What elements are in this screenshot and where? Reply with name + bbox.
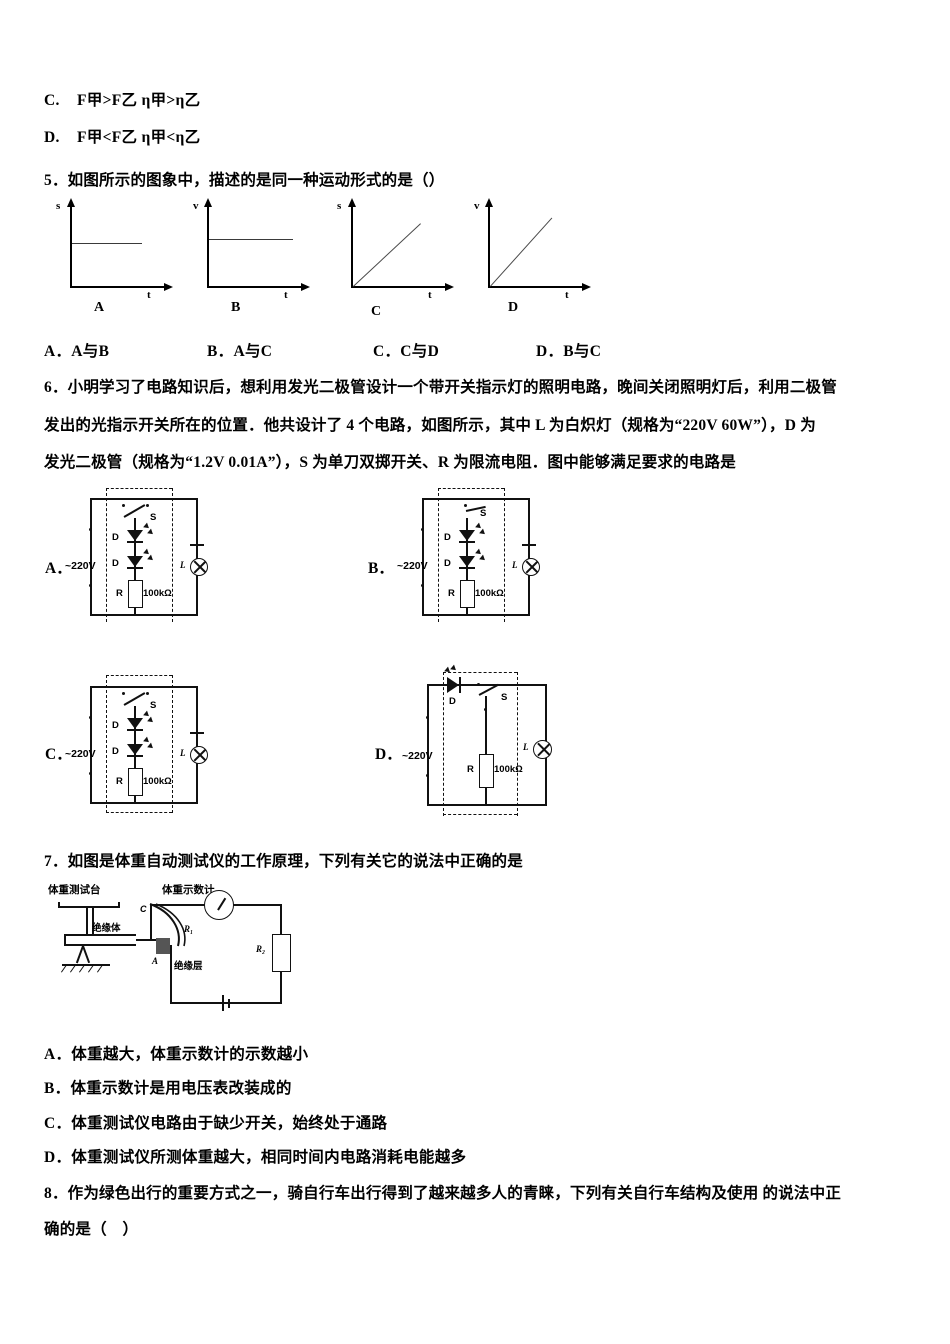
circuit-a-diode-2-label: D — [112, 558, 119, 569]
carryover-option-d: D. F甲<F乙 η甲<η乙 — [44, 125, 200, 147]
q7-point-a-label: A — [152, 956, 159, 966]
circuit-a-lamp-label: L — [180, 560, 186, 570]
circuit-a-switch-label: S — [150, 512, 157, 523]
question-5-stem: 5．如图所示的图象中，描述的是同一种运动形式的是（） — [44, 172, 445, 189]
question-6-stem-line-3: 发光二极管（规格为“1.2V 0.01A”），S 为单刀双掷开关、R 为限流电阻… — [44, 454, 736, 471]
circuit-d-switch-label: S — [501, 692, 508, 703]
question-7-option-d: D．体重测试仪所测体重越大，相同时间内电路消耗电能越多 — [44, 1145, 466, 1167]
circuit-diagram-d: ~220V D S R 100kΩ L — [402, 662, 570, 816]
circuit-a-resistance-value: 100kΩ — [143, 588, 172, 599]
q5-opt-a-label: A． — [44, 343, 72, 360]
graph-d-xlabel: t — [565, 289, 569, 301]
q7-resistor-2-label: R₂ — [256, 944, 266, 954]
graph-b-xlabel: t — [284, 289, 288, 301]
graph-a: s t A — [46, 196, 196, 328]
q7-contact-label: C — [140, 904, 147, 914]
carryover-option-c-label: C. — [44, 92, 60, 109]
question-6-stem-line-1: 6．小明学习了电路知识后，想利用发光二极管设计一个带开关指示灯的照明电路，晚间关… — [44, 379, 837, 396]
question-7-figure: 体重测试台 体重示数计 绝缘体 R₁ C — [44, 882, 334, 1014]
circuit-d-source-label: ~220V — [402, 750, 433, 762]
q7-insulator-label: 绝缘体 — [92, 923, 121, 934]
q7-rheostat-arc — [149, 903, 186, 947]
circuit-c-resistor-label: R — [116, 776, 123, 787]
graph-d-ylabel: v — [474, 200, 480, 212]
circuit-b-source-label: ~220V — [397, 560, 428, 572]
carryover-option-d-text: F甲<F乙 η甲<η乙 — [77, 129, 201, 146]
circuit-c-diode-2-label: D — [112, 746, 119, 757]
question-8-stem-line-1: 8．作为绿色出行的重要方式之一，骑自行车出行得到了越来越多人的青睐，下列有关自行… — [44, 1185, 842, 1202]
question-5-option-c: C．C与D — [373, 339, 439, 361]
question-6-option-d-label: D． — [375, 746, 402, 763]
circuit-b-lamp-label: L — [512, 560, 518, 570]
q5-opt-d-text: B与C — [563, 343, 602, 360]
circuit-c-diode-1-label: D — [112, 720, 119, 731]
circuit-a-source-label: ~220V — [65, 560, 96, 572]
circuit-diagram-c: ~220V S D D R 100kΩ L — [65, 666, 218, 813]
question-5-option-b: B．A与C — [207, 339, 272, 361]
carryover-option-d-label: D. — [44, 129, 60, 146]
circuit-c-switch-label: S — [150, 700, 157, 711]
circuit-b-switch-label: S — [480, 508, 487, 519]
graph-c: s t C — [327, 196, 477, 328]
circuit-c-source-label: ~220V — [65, 748, 96, 760]
circuit-b-diode-1-label: D — [444, 532, 451, 543]
graph-a-ylabel: s — [56, 200, 61, 212]
q7-opt-c-label: C． — [44, 1115, 72, 1132]
q7-opt-d-label: D． — [44, 1149, 72, 1166]
question-6-option-c-label: C． — [45, 746, 72, 763]
carryover-option-c-text: F甲>F乙 η甲>η乙 — [77, 92, 201, 109]
q7-insulating-layer-label: 绝缘层 — [174, 961, 203, 972]
graph-c-xlabel: t — [428, 289, 432, 301]
graph-a-name: A — [94, 300, 105, 315]
q5-opt-a-text: A与B — [71, 343, 110, 360]
question-8-stem-line-2: 确的是（ ） — [44, 1221, 139, 1238]
q7-opt-a-text: 体重越大，体重示数计的示数越小 — [71, 1046, 309, 1063]
circuit-a-resistor-label: R — [116, 588, 123, 599]
circuit-a-diode-1-label: D — [112, 532, 119, 543]
question-6-stem-line-2: 发出的光指示开关所在的位置．他共设计了 4 个电路，如图所示，其中 L 为白炽灯… — [44, 417, 816, 434]
graph-b-ylabel: v — [193, 200, 199, 212]
question-7-option-b: B．体重示数计是用电压表改装成的 — [44, 1076, 292, 1098]
circuit-c-lamp-label: L — [180, 748, 186, 758]
question-5-option-d: D．B与C — [536, 339, 601, 361]
circuit-diagram-a: ~220V S D D R 100kΩ L — [65, 480, 218, 622]
q7-opt-b-text: 体重示数计是用电压表改装成的 — [70, 1080, 292, 1097]
graph-d-name: D — [508, 300, 519, 315]
q7-meter-label: 体重示数计 — [162, 884, 215, 896]
circuit-d-diode-label: D — [449, 696, 456, 707]
q7-platform-label: 体重测试台 — [48, 884, 101, 896]
q5-opt-d-label: D． — [536, 343, 564, 360]
q5-opt-c-text: C与D — [400, 343, 440, 360]
graph-b-name: B — [231, 300, 241, 315]
q5-opt-b-text: A与C — [233, 343, 273, 360]
graph-b: v t B — [183, 196, 333, 328]
q5-opt-b-label: B． — [207, 343, 234, 360]
q7-resistor-1-label: R₁ — [184, 924, 194, 934]
question-7-option-a: A．体重越大，体重示数计的示数越小 — [44, 1042, 308, 1064]
graph-c-name: C — [371, 304, 382, 319]
carryover-option-c: C. F甲>F乙 η甲>η乙 — [44, 88, 200, 110]
circuit-c-resistance-value: 100kΩ — [143, 776, 172, 787]
q5-opt-c-label: C． — [373, 343, 401, 360]
question-5-option-a: A．A与B — [44, 339, 109, 361]
q7-opt-b-label: B． — [44, 1080, 71, 1097]
graph-d: v t D — [464, 196, 614, 328]
circuit-d-lamp-label: L — [523, 742, 529, 752]
q7-opt-c-text: 体重测试仪电路由于缺少开关，始终处于通路 — [71, 1115, 388, 1132]
question-7-stem: 7．如图是体重自动测试仪的工作原理，下列有关它的说法中正确的是 — [44, 853, 523, 870]
circuit-d-resistor-label: R — [467, 764, 474, 775]
circuit-diagram-b: ~220V S D D R 100kΩ L — [397, 480, 550, 622]
circuit-d-resistance-value: 100kΩ — [494, 764, 523, 775]
circuit-b-diode-2-label: D — [444, 558, 451, 569]
q7-opt-d-text: 体重测试仪所测体重越大，相同时间内电路消耗电能越多 — [71, 1149, 467, 1166]
circuit-b-resistance-value: 100kΩ — [475, 588, 504, 599]
graph-a-xlabel: t — [147, 289, 151, 301]
question-6-option-a-label: A． — [45, 560, 72, 577]
question-7-option-c: C．体重测试仪电路由于缺少开关，始终处于通路 — [44, 1111, 387, 1133]
graph-c-ylabel: s — [337, 200, 342, 212]
question-6-option-b-label: B． — [368, 560, 394, 577]
circuit-b-resistor-label: R — [448, 588, 455, 599]
question-5-figure: s t A v t B s t C — [46, 196, 646, 328]
q7-opt-a-label: A． — [44, 1046, 72, 1063]
